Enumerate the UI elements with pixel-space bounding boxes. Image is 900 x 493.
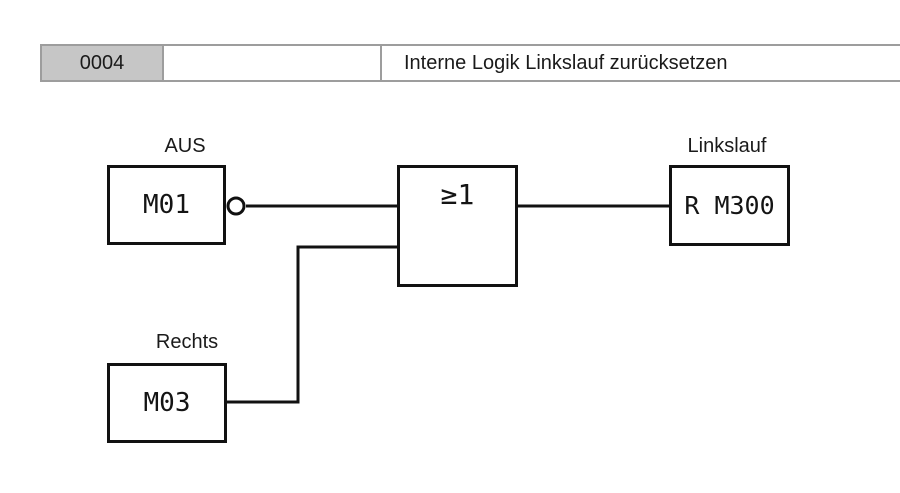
output-block-text: R M300	[684, 191, 775, 220]
block-m03[interactable]: M03	[107, 363, 227, 443]
rung-comment: Interne Logik Linkslauf zurücksetzen	[404, 51, 728, 74]
block-m03-label: Rechts	[155, 331, 219, 353]
negation-circle	[226, 196, 246, 216]
rung-number-cell[interactable]: 0004	[42, 46, 164, 80]
block-m01[interactable]: M01	[107, 165, 226, 245]
output-block[interactable]: R M300	[669, 165, 790, 246]
block-m03-text: M03	[143, 388, 191, 418]
or-gate-block[interactable]	[397, 165, 518, 287]
rung-symbol-cell[interactable]	[164, 46, 382, 80]
wire-m03-to-gate	[224, 245, 399, 404]
block-m01-label: AUS	[164, 135, 206, 157]
or-gate-symbol: ≥1	[440, 178, 475, 211]
rung-comment-cell[interactable]: Interne Logik Linkslauf zurücksetzen	[382, 46, 900, 80]
block-m01-text: M01	[143, 190, 190, 220]
rung-header: 0004 Interne Logik Linkslauf zurücksetze…	[40, 44, 900, 82]
output-block-label: Linkslauf	[687, 135, 767, 157]
rung-number: 0004	[79, 51, 125, 74]
